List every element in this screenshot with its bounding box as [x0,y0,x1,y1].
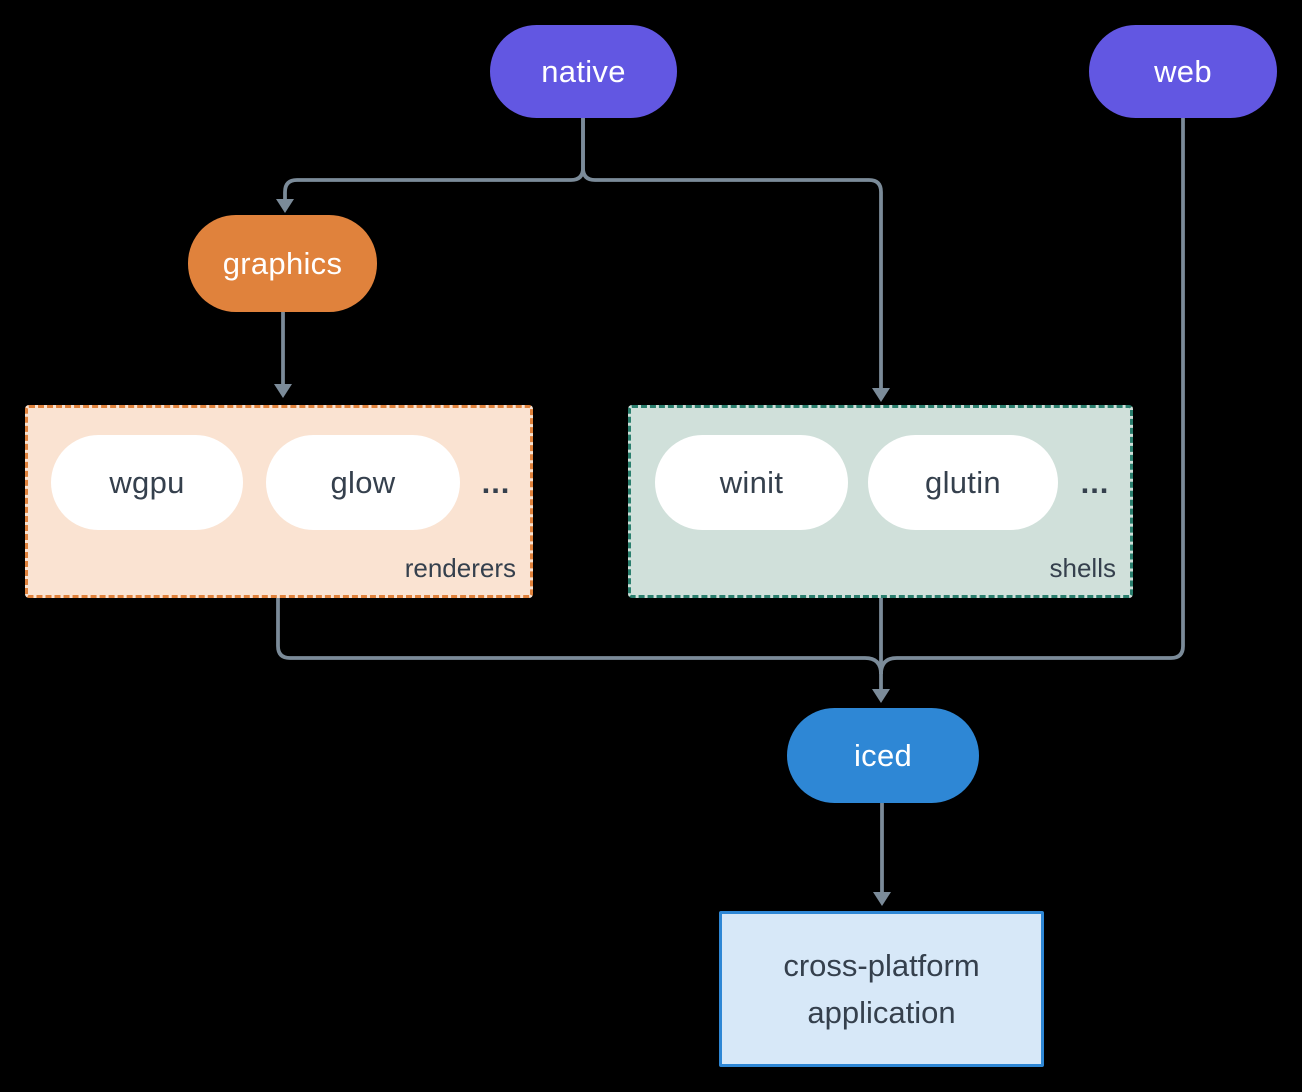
node-native: native [490,25,677,118]
node-graphics: graphics [188,215,377,312]
renderers-ellipsis: ... [466,435,526,530]
application-label-line-1: cross-platform [783,948,980,983]
node-glutin-label: glutin [925,464,1001,500]
edge-native-to-shells [581,117,883,388]
renderers-group-label: renderers [404,553,516,583]
node-native-label: native [541,53,626,89]
edge-native-to-graphics [283,117,585,199]
shells-ellipsis-text: ... [1080,464,1110,500]
arrowhead-iced [872,689,890,703]
application-label-line-2: application [807,995,956,1030]
group-shells: winit glutin ... shells [628,405,1133,598]
node-graphics-label: graphics [222,245,343,281]
node-web-label: web [1154,53,1212,89]
arrowhead-shells [872,388,890,402]
node-wgpu: wgpu [51,435,243,530]
shells-ellipsis: ... [1065,435,1125,530]
renderers-ellipsis-text: ... [481,464,511,500]
node-winit-label: winit [719,464,784,500]
arrowhead-graphics [276,199,294,213]
node-iced: iced [787,708,979,803]
node-glow-label: glow [330,464,396,500]
arrowhead-application [873,892,891,906]
node-wgpu-label: wgpu [109,464,185,500]
edge-renderers-to-merge [276,598,883,675]
node-iced-label: iced [853,737,913,773]
node-glow: glow [266,435,460,530]
shells-group-label: shells [1049,553,1116,583]
node-winit: winit [655,435,848,530]
node-web: web [1089,25,1277,118]
arrowhead-renderers [274,384,292,398]
group-renderers: wgpu glow ... renderers [25,405,533,598]
node-glutin: glutin [868,435,1058,530]
node-cross-platform-application: cross-platform application [719,911,1044,1067]
